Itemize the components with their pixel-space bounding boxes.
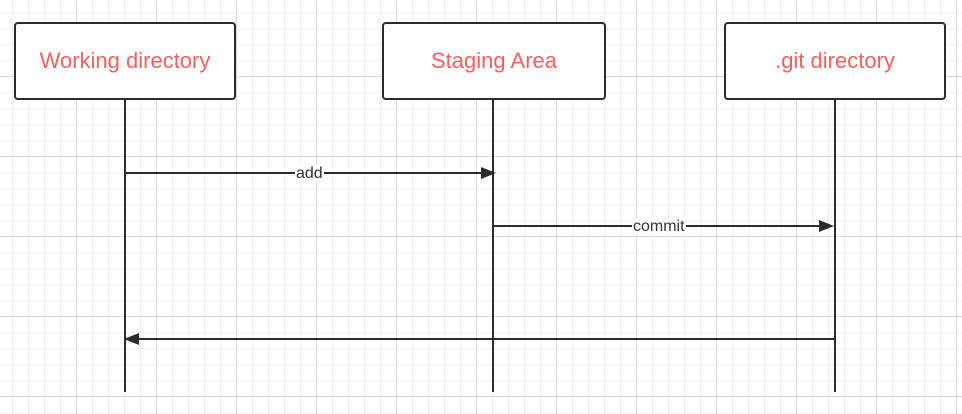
message-commit-label: commit (632, 218, 686, 236)
participant-label: Staging Area (431, 48, 557, 73)
arrowhead-right-icon (819, 220, 834, 232)
participant-git-directory: .git directory (724, 22, 946, 100)
participant-label: Working directory (39, 48, 211, 73)
message-return-arrow (124, 333, 835, 345)
participant-working-directory: Working directory (14, 22, 236, 100)
participant-staging-area: Staging Area (382, 22, 606, 100)
participant-label: .git directory (775, 48, 895, 73)
message-add-label: add (295, 165, 324, 183)
lifeline-git-directory (834, 100, 836, 392)
lifeline-working-directory (124, 100, 126, 392)
arrowhead-right-icon (481, 167, 496, 179)
lifeline-staging-area (492, 100, 494, 392)
arrowhead-left-icon (124, 333, 139, 345)
